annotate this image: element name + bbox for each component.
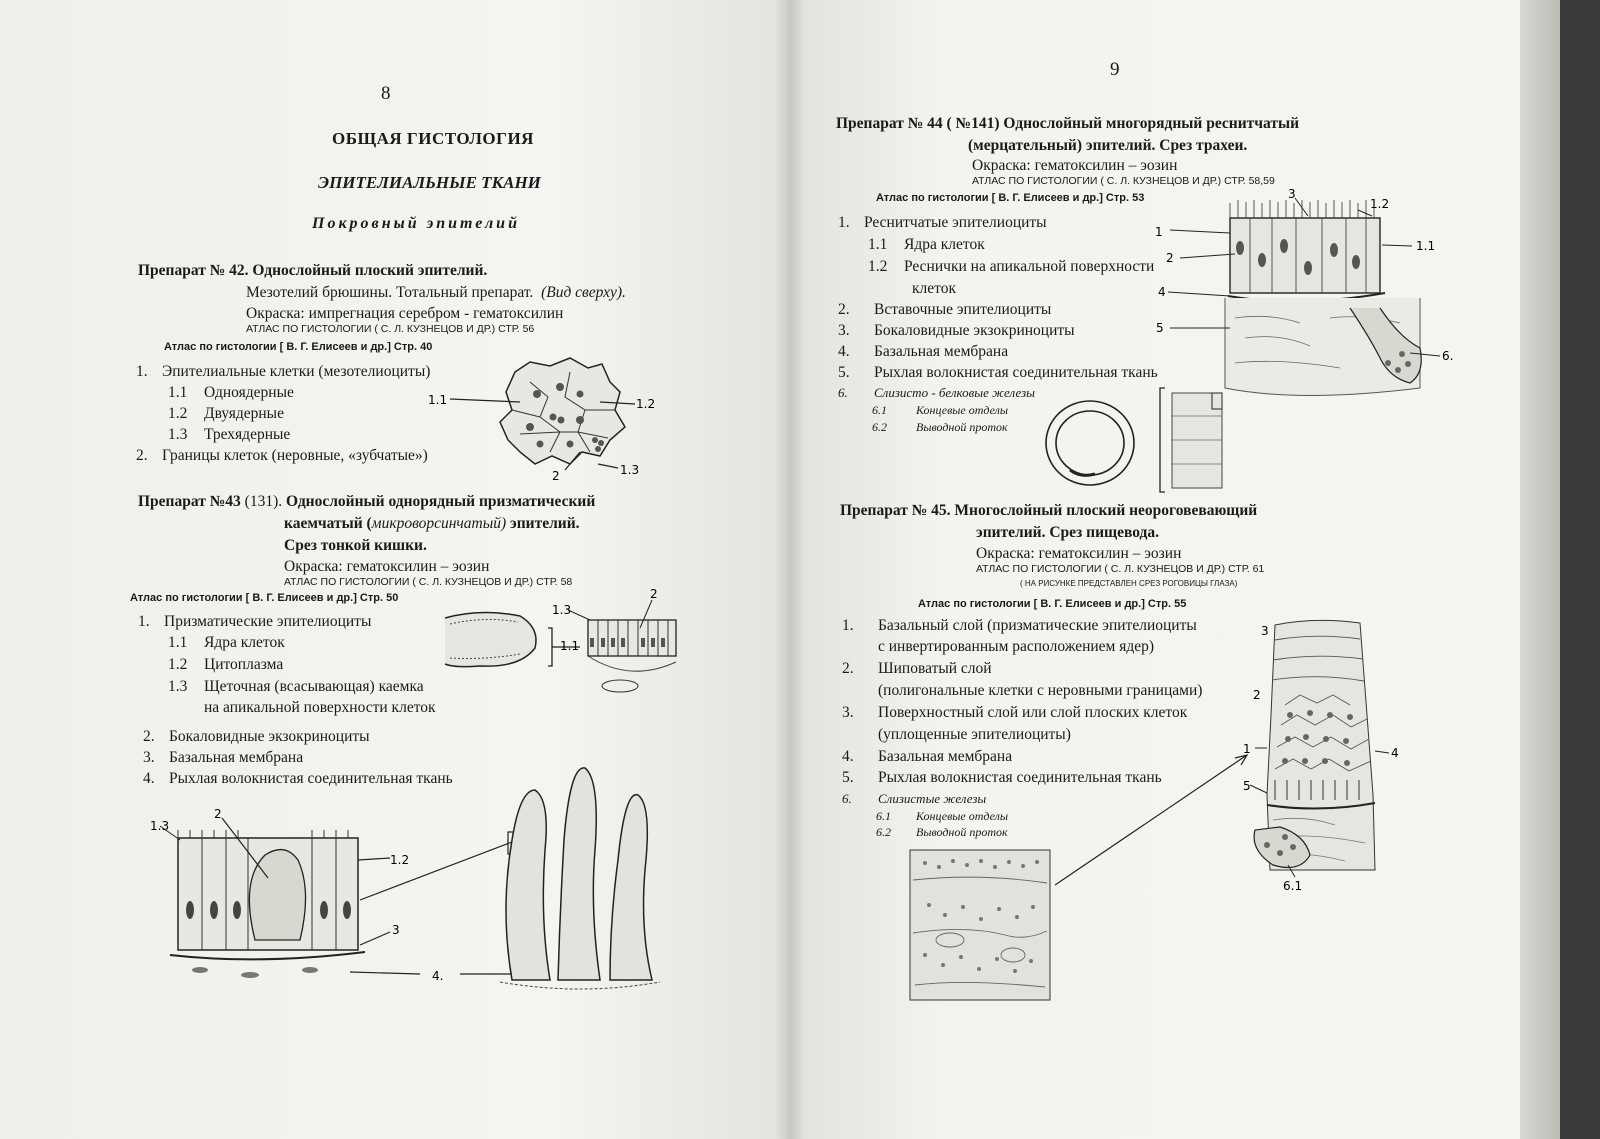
prep45-stain: Окраска: гематоксилин – эозин (976, 545, 1182, 562)
prep43-atlas-eliseev: Атлас по гистологии [ В. Г. Елисеев и др… (130, 592, 399, 604)
chapter-title: ОБЩАЯ ГИСТОЛОГИЯ (332, 129, 534, 148)
diagram-label: 6.1 (1283, 879, 1302, 893)
list-item: 3.Бокаловидные экзокриноциты (838, 322, 1075, 339)
list-item: (полигональные клетки с неровными границ… (878, 682, 1203, 699)
diagram-label: 2 (552, 469, 560, 482)
prep45-atlas-kuznetsov: АТЛАС ПО ГИСТОЛОГИИ ( С. Л. КУЗНЕЦОВ И Д… (976, 563, 1265, 575)
prep42-description: Мезотелий брюшины. Тотальный препарат. (… (246, 284, 626, 301)
list-item: 5.Рыхлая волокнистая соединительная ткан… (842, 769, 1162, 786)
left-page-number: 8 (381, 83, 391, 104)
list-item: 5.Рыхлая волокнистая соединительная ткан… (838, 364, 1158, 381)
diagram-label: 2 (1253, 688, 1261, 702)
columnar-epithelium-illustration: 1.3 2 1.2 3 4. (150, 767, 661, 990)
list-item: 2.Вставочные эпителиоциты (838, 301, 1052, 318)
diagram-label: 4 (1158, 285, 1166, 299)
diagram-label: 1.1 (1416, 239, 1435, 253)
list-item: 3.Поверхностный слой или слой плоских кл… (842, 704, 1188, 721)
diagram-label: 1 (1155, 225, 1163, 239)
list-item: 2.Шиповатый слой (842, 660, 992, 677)
diagram-label: 4. (432, 969, 443, 983)
villus-illustration: 1.3 1.1 2 (444, 588, 677, 693)
right-page-number: 9 (1110, 59, 1120, 80)
prep42-atlas-eliseev: Атлас по гистологии [ В. Г. Елисеев и др… (164, 341, 433, 353)
diagram-label: 1.3 (620, 463, 639, 477)
list-item: 1.Реснитчатые эпителиоциты (838, 214, 1047, 231)
diagram-label: 1.2 (636, 397, 655, 411)
prep42-atlas-kuznetsov: АТЛАС ПО ГИСТОЛОГИИ ( С. Л. КУЗНЕЦОВ И Д… (246, 323, 535, 335)
book-gutter (775, 0, 805, 1139)
list-item: клеток (912, 280, 956, 297)
page-edge (1520, 0, 1560, 1139)
prep43-title-line3: Срез тонкой кишки. (284, 537, 427, 554)
list-item: 1.Призматические эпителиоциты (138, 613, 372, 630)
prep45-atlas-eliseev: Атлас по гистологии [ В. Г. Елисеев и др… (918, 598, 1187, 610)
list-item: 4.Рыхлая волокнистая соединительная ткан… (143, 770, 453, 787)
list-item: 2.Бокаловидные экзокриноциты (143, 728, 370, 745)
prep42-title: Препарат № 42. Однослойный плоский эпите… (138, 262, 488, 279)
prep43-title: Препарат №43 (131). Однослойный однорядн… (138, 493, 596, 510)
prep43-title-line2: каемчатый (микроворсинчатый) эпителий. (284, 515, 580, 532)
diagram-label: 3 (392, 923, 400, 937)
diagram-label: 1.3 (150, 819, 169, 833)
prep43-stain: Окраска: гематоксилин – эозин (284, 558, 490, 575)
prep44-atlas-eliseev: Атлас по гистологии [ В. Г. Елисеев и др… (876, 192, 1145, 204)
prep43-atlas-kuznetsov: АТЛАС ПО ГИСТОЛОГИИ ( С. Л. КУЗНЕЦОВ И Д… (284, 576, 573, 588)
prep42-stain: Окраска: импрегнация серебром - гематокс… (246, 305, 564, 322)
prep44-stain: Окраска: гематоксилин – эозин (972, 157, 1178, 174)
prep45-title: Препарат № 45. Многослойный плоский неор… (840, 502, 1258, 519)
diagram-label: 6. (1442, 349, 1453, 363)
diagram-label: 1.2 (390, 853, 409, 867)
esophagus-illustration: 3 2 1 4 5 6.1 (909, 619, 1399, 1001)
diagram-label: 3 (1288, 188, 1296, 201)
list-item: на апикальной поверхности клеток (204, 699, 436, 716)
diagram-label: 2 (1166, 251, 1174, 265)
diagram-label: 1.1 (560, 639, 579, 653)
diagram-label: 3 (1261, 624, 1269, 638)
list-item: 3.Базальная мембрана (143, 749, 304, 766)
diagram-label: 2 (214, 807, 222, 821)
list-item: 2.Границы клеток (неровные, «зубчатые») (136, 447, 428, 464)
diagram-label: 2 (650, 588, 658, 601)
list-item: с инвертированным расположением ядер) (878, 638, 1155, 655)
prep45-atlas-note: ( НА РИСУНКЕ ПРЕДСТАВЛЕН СРЕЗ РОГОВИЦЫ Г… (1020, 579, 1238, 588)
diagram-label: 5 (1243, 779, 1251, 793)
list-item: 4.Базальная мембрана (842, 748, 1013, 765)
diagram-label: 1 (1243, 742, 1251, 756)
prep44-title-line2: (мерцательный) эпителий. Срез трахеи. (968, 137, 1248, 154)
list-item: 4.Базальная мембрана (838, 343, 1009, 360)
list-item: 6.Слизисто - белковые железы (838, 385, 1035, 400)
list-item: (уплощенные эпителиоциты) (878, 726, 1071, 743)
left-page (0, 0, 790, 1139)
diagram-label: 1.2 (1370, 197, 1389, 211)
diagram-label: 5 (1156, 321, 1164, 335)
mesothelium-illustration: 1.1 1.2 2 1.3 (428, 357, 655, 482)
diagram-label: 1.1 (428, 393, 447, 407)
diagram-label: 1.3 (552, 603, 571, 617)
list-item: 1.Базальный слой (призматические эпители… (842, 617, 1197, 634)
prep44-atlas-kuznetsov: АТЛАС ПО ГИСТОЛОГИИ ( С. Л. КУЗНЕЦОВ И Д… (972, 175, 1275, 187)
list-item: 6.Слизистые железы (842, 791, 987, 806)
subsection-title: Покровный эпителий (312, 215, 520, 232)
prep45-title-line2: эпителий. Срез пищевода. (976, 524, 1160, 541)
list-item: 1.Эпителиальные клетки (мезотелиоциты) (136, 363, 431, 380)
section-title: ЭПИТЕЛИАЛЬНЫЕ ТКАНИ (318, 173, 541, 192)
prep44-title: Препарат № 44 ( №141) Однослойный многор… (836, 115, 1299, 132)
trachea-illustration: 3 1.2 1 1.1 2 4 5 6. (1045, 188, 1453, 493)
diagram-label: 4 (1391, 746, 1399, 760)
